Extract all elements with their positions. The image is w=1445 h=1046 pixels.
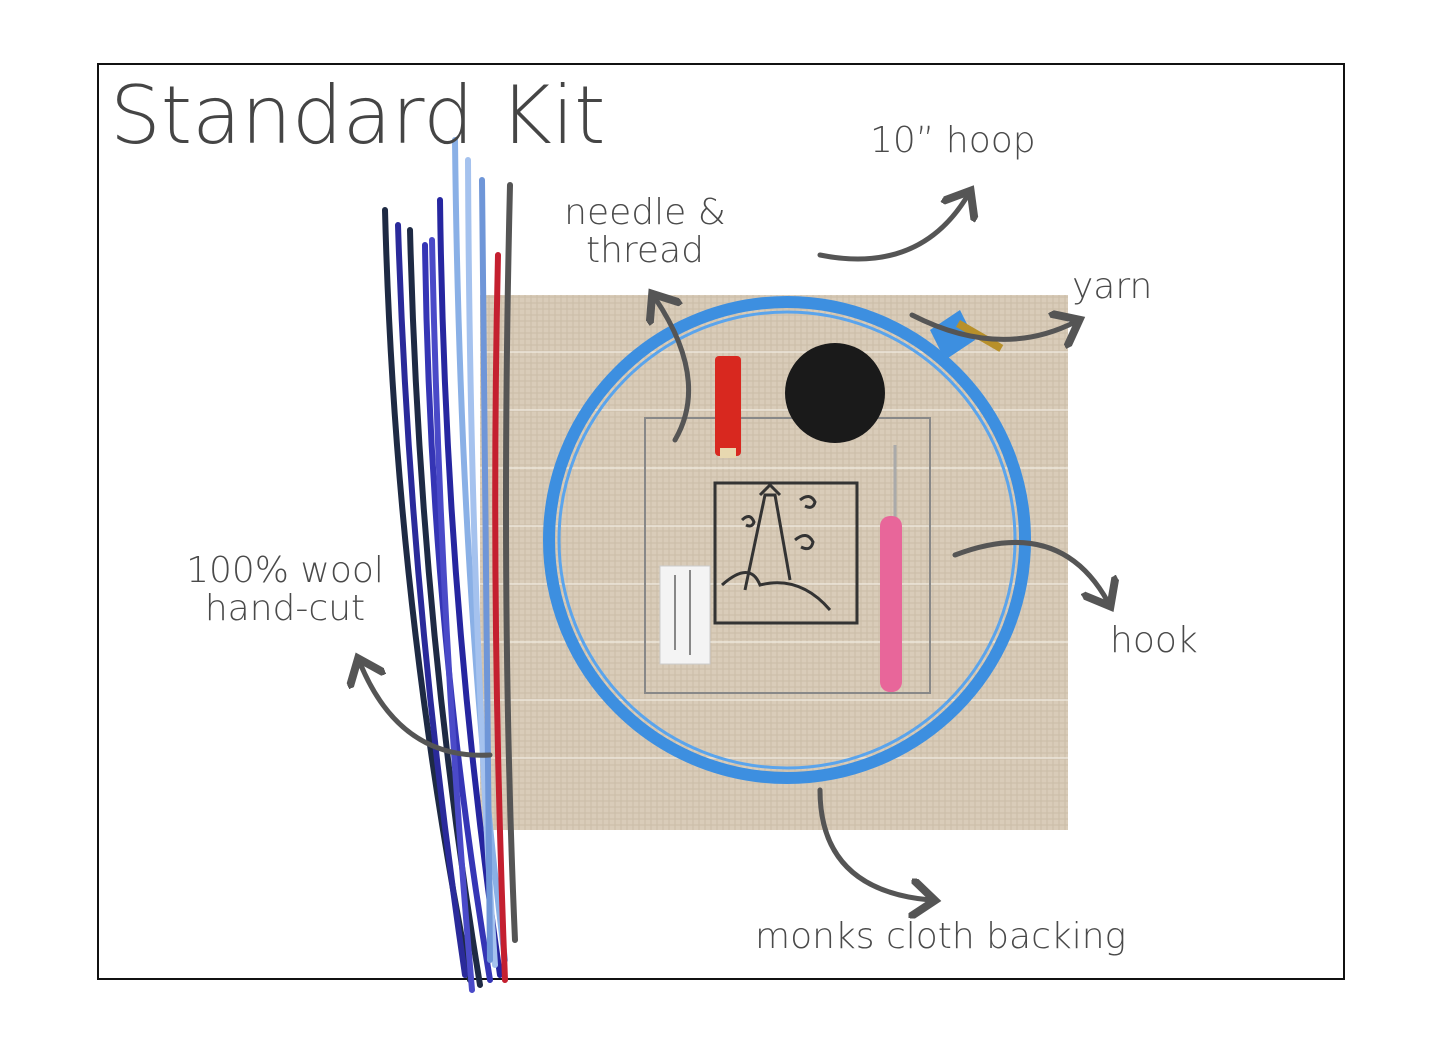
lighthouse-pattern [713,481,859,625]
arrow-wool [360,663,493,758]
arrow-hook [952,540,1108,602]
label-wool-line1: 100% wool [186,550,384,591]
arrow-hoop [817,195,968,262]
wool-strips [382,137,518,993]
annotation-arrows [360,195,1108,900]
arrow-backing [817,787,930,900]
thread-spool [715,356,741,456]
rug-hook [880,516,902,692]
label-backing: monks cloth backing [755,916,1127,957]
needle-pack [659,565,711,665]
yarn-ball [785,343,885,443]
frame-border [97,63,1345,980]
arrow-needle [655,298,692,443]
label-needle-line1: needle & [564,192,726,233]
label-hoop: 10” hoop [870,120,1036,161]
embroidery-hoop [543,296,1031,784]
page-title: Standard Kit [110,69,606,162]
label-needle-line2: thread [585,230,704,271]
label-needle-thread: needle & thread [560,194,730,270]
label-yarn: yarn [1072,266,1153,307]
monks-cloth [480,295,1068,830]
arrow-yarn [909,315,1075,339]
label-hook: hook [1110,620,1198,661]
label-wool: 100% wool hand-cut [180,552,390,628]
label-wool-line2: hand-cut [204,588,366,629]
